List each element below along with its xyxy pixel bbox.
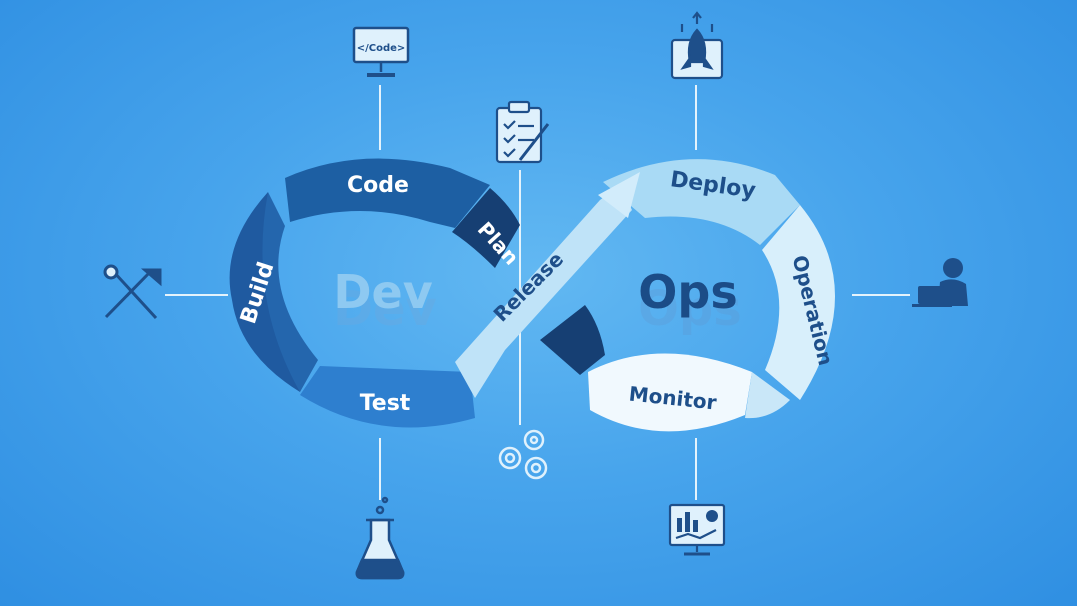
dev-shadow: Dev [333, 281, 437, 337]
flask-icon [355, 496, 405, 580]
ops-shadow: Ops [638, 281, 742, 337]
dev-stage-code [285, 158, 490, 228]
ops-stage-monitor [588, 353, 752, 432]
rocket-launch-icon [670, 11, 724, 80]
dev-loop [229, 158, 605, 428]
monitor-code-icon [352, 26, 410, 77]
clipboard-checklist-icon [495, 100, 550, 164]
ops-stage-monitor-edge [745, 372, 790, 419]
test-label: Test [360, 391, 411, 416]
code-label: Code [347, 173, 409, 198]
gears-icon [498, 429, 548, 480]
ops-stage-operation [762, 205, 835, 400]
release-arrow-head [598, 172, 640, 218]
ops-stage-monitor-dark-band [540, 305, 605, 375]
person-at-laptop-icon [912, 258, 968, 307]
dev-stage-plan [452, 188, 520, 268]
analytics-dashboard-icon [668, 503, 726, 556]
ops-loop [588, 159, 835, 432]
tools-icon [103, 264, 162, 320]
dev-stage-build-inner [229, 192, 300, 392]
dev-stage-test [300, 366, 475, 428]
release-band [455, 185, 632, 398]
ops-stage-deploy [603, 159, 800, 245]
ops-label: Ops [638, 265, 737, 319]
dev-label: Dev [333, 265, 432, 319]
code-screen-text: </Code> [357, 43, 406, 54]
